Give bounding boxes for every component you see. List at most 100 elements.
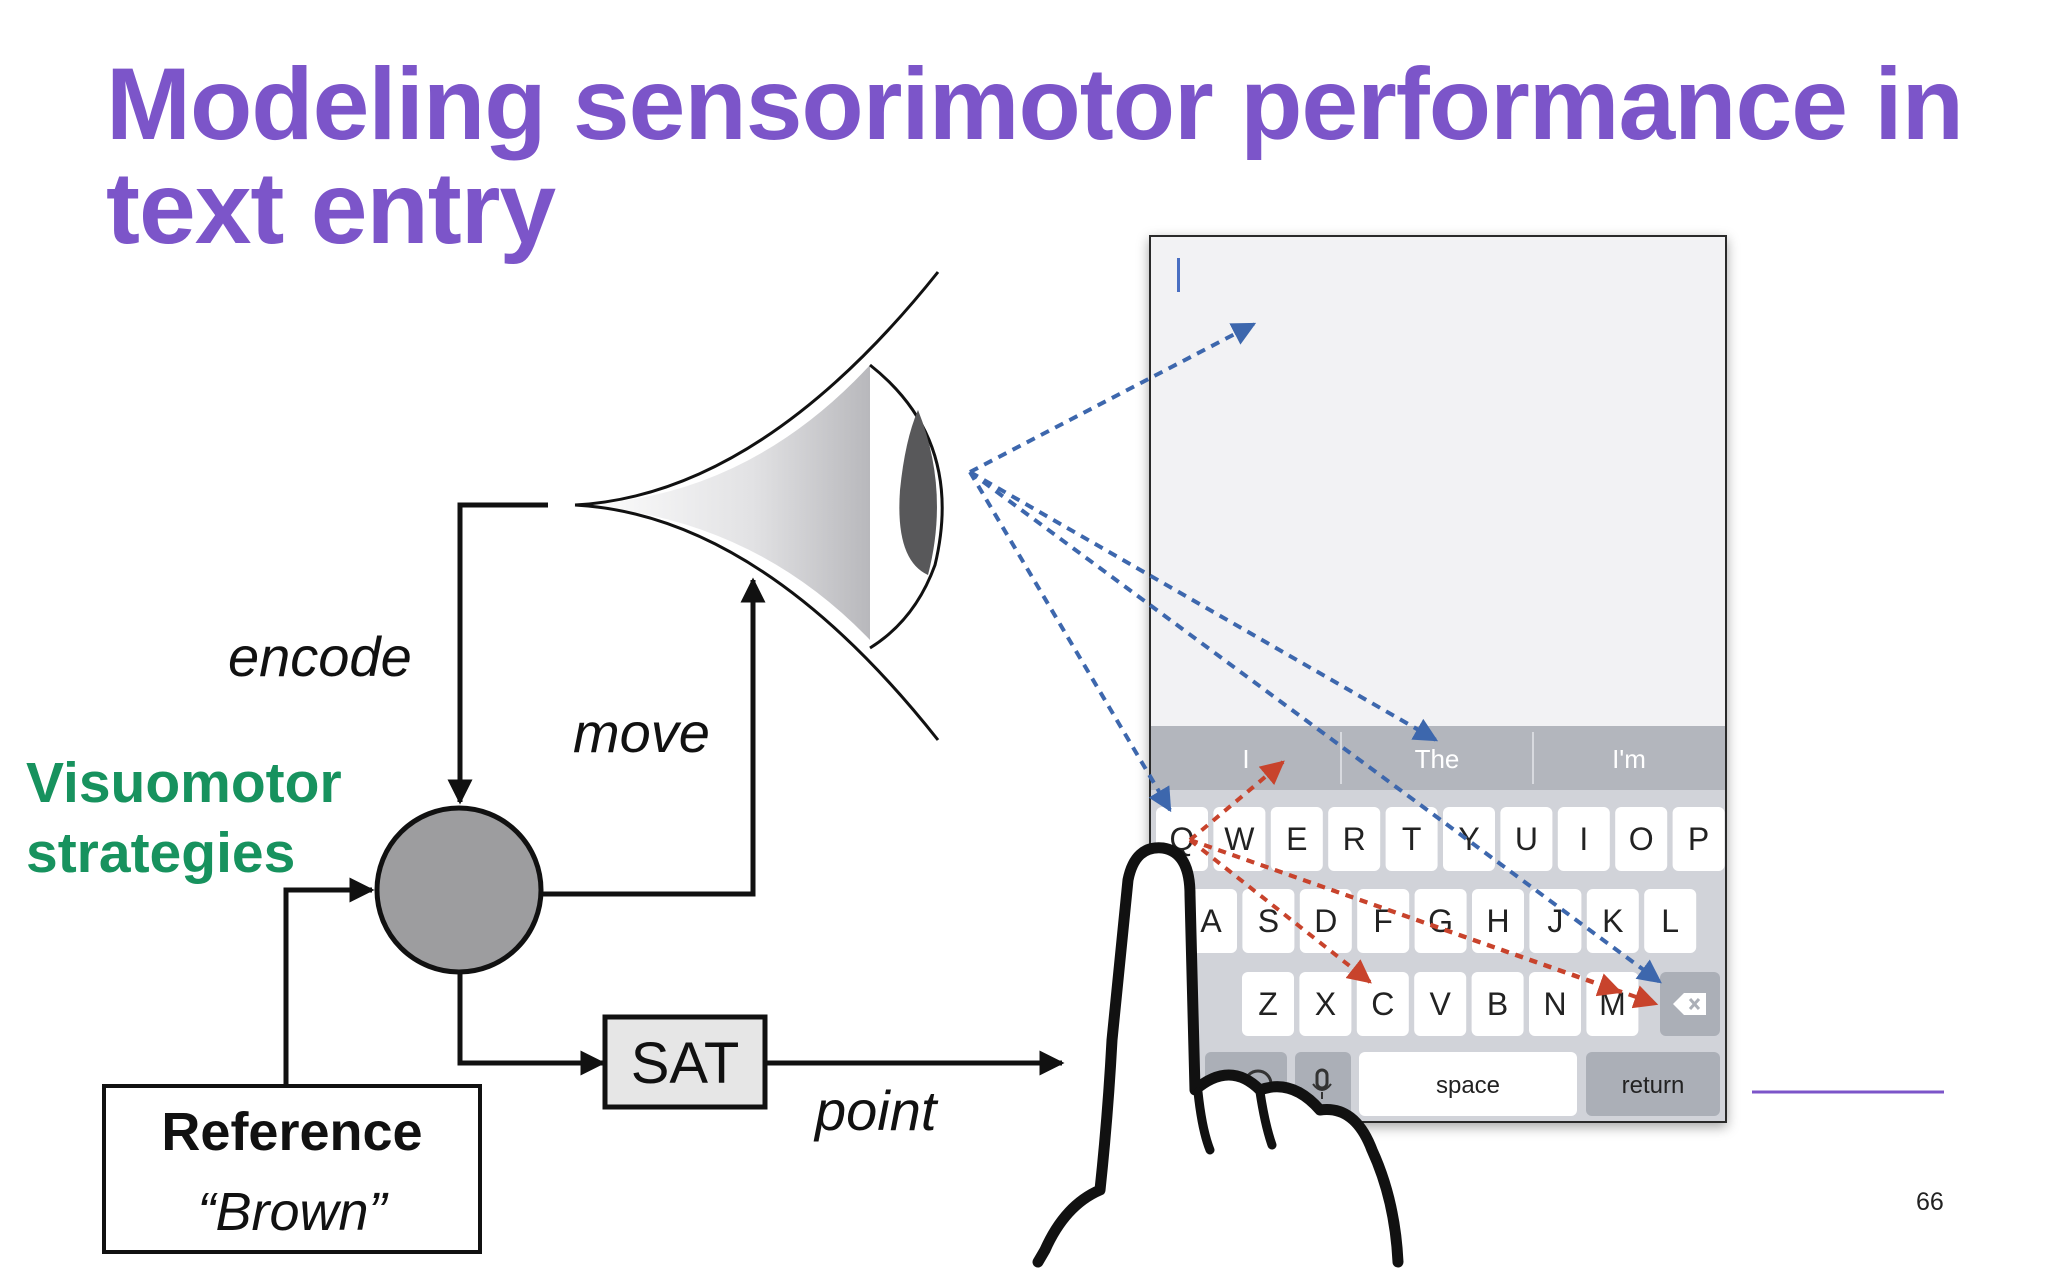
key-cap: [1242, 972, 1294, 1036]
key-label: Z: [1258, 986, 1278, 1022]
slide-title: Modeling sensorimotor performance in tex…: [106, 52, 1986, 260]
page-number: 66: [1916, 1188, 1944, 1216]
reference-label: Reference: [161, 1102, 422, 1162]
finger-movement-arrows: [1188, 760, 1659, 1009]
key-label: T: [1402, 821, 1422, 857]
finger-arrow-delete: [1189, 838, 1659, 1009]
space-label: space: [1436, 1072, 1500, 1099]
move-path: [541, 577, 766, 897]
key-label: A: [1200, 903, 1222, 939]
key-label: Y: [1458, 821, 1479, 857]
key-i[interactable]: I: [1557, 807, 1610, 871]
key-p[interactable]: P: [1672, 807, 1725, 871]
key-w[interactable]: W: [1213, 807, 1266, 871]
key-y[interactable]: Y: [1443, 807, 1495, 871]
key-label: N: [1543, 986, 1566, 1022]
gaze-shift-arrows: [968, 322, 1662, 984]
key-label: K: [1602, 903, 1623, 939]
delete-key[interactable]: [1660, 972, 1720, 1036]
key-cap: [1529, 889, 1582, 953]
key-h[interactable]: H: [1472, 889, 1524, 953]
key-x[interactable]: X: [1299, 972, 1352, 1036]
key-s[interactable]: S: [1242, 889, 1295, 953]
key-label: X: [1315, 986, 1336, 1022]
strategies-label-line-1: Visuomotor: [26, 751, 342, 815]
suggestion-1[interactable]: I: [1242, 744, 1249, 774]
key-cap: [1328, 807, 1381, 871]
key-label: D: [1314, 903, 1337, 939]
suggestion-3[interactable]: I'm: [1612, 744, 1646, 774]
key-u[interactable]: U: [1500, 807, 1553, 871]
return-key[interactable]: return: [1586, 1052, 1720, 1116]
key-cap: [1644, 889, 1697, 953]
key-r[interactable]: R: [1328, 807, 1381, 871]
suggestion-2[interactable]: The: [1415, 744, 1460, 774]
text-cursor: [1177, 258, 1180, 292]
key-z[interactable]: Z: [1242, 972, 1294, 1036]
finger-arrow-suggestion: [1188, 760, 1285, 842]
key-cap: [1414, 972, 1467, 1036]
strategies-label-line-2: strategies: [26, 821, 296, 885]
key-cap: [1213, 807, 1266, 871]
key-label: L: [1661, 903, 1679, 939]
key-t[interactable]: T: [1385, 807, 1438, 871]
space-key[interactable]: space: [1359, 1052, 1577, 1116]
key-cap: [1299, 972, 1352, 1036]
key-label: R: [1343, 821, 1366, 857]
key-cap: [1672, 807, 1725, 871]
key-label: O: [1629, 821, 1654, 857]
key-j[interactable]: J: [1529, 889, 1582, 953]
key-label: U: [1515, 821, 1538, 857]
key-e[interactable]: E: [1270, 807, 1323, 871]
key-cap: [1385, 807, 1438, 871]
reference-box: Reference “Brown”: [102, 1084, 482, 1254]
gaze-arrow-text-field: [969, 322, 1257, 474]
key-c[interactable]: C: [1356, 972, 1409, 1036]
key-label: J: [1547, 903, 1563, 939]
key-cap: [1414, 889, 1467, 953]
key-f[interactable]: F: [1357, 889, 1410, 953]
gaze-arrow-q-key: [968, 470, 1172, 813]
key-label: H: [1486, 903, 1509, 939]
key-cap: [1357, 889, 1410, 953]
key-cap: [1472, 889, 1524, 953]
microphone-icon: [1315, 1068, 1329, 1090]
key-label: B: [1487, 986, 1508, 1022]
visuomotor-strategies-label: Visuomotor strategies: [26, 748, 342, 888]
move-label: move: [573, 701, 710, 764]
key-n[interactable]: N: [1529, 972, 1581, 1036]
key-label: P: [1688, 821, 1709, 857]
controller-node: [374, 805, 544, 975]
point-label: point: [813, 1079, 939, 1142]
key-cap: [1471, 972, 1524, 1036]
key-k[interactable]: K: [1586, 889, 1639, 953]
sat-box: SAT: [602, 1014, 768, 1110]
return-label: return: [1622, 1072, 1685, 1099]
key-a[interactable]: A: [1185, 889, 1237, 953]
key-cap: [1185, 889, 1237, 953]
key-cap: [1242, 889, 1295, 953]
key-d[interactable]: D: [1299, 889, 1352, 953]
encode-label: encode: [228, 625, 412, 688]
key-cap: [1615, 807, 1668, 871]
key-l[interactable]: L: [1644, 889, 1697, 953]
key-o[interactable]: O: [1615, 807, 1668, 871]
key-v[interactable]: V: [1414, 972, 1467, 1036]
key-label: W: [1224, 821, 1255, 857]
slide-title-line-2: text entry: [106, 151, 556, 265]
key-label: V: [1430, 986, 1452, 1022]
pointing-hand-icon: [1032, 842, 1404, 1268]
key-m[interactable]: M: [1586, 972, 1639, 1036]
slide-title-line-1: Modeling sensorimotor performance in: [106, 47, 1964, 161]
key-b[interactable]: B: [1471, 972, 1524, 1036]
key-cap: [1356, 972, 1409, 1036]
encode-path: [447, 502, 548, 805]
key-cap: [1500, 807, 1553, 871]
key-cap: [1586, 889, 1639, 953]
